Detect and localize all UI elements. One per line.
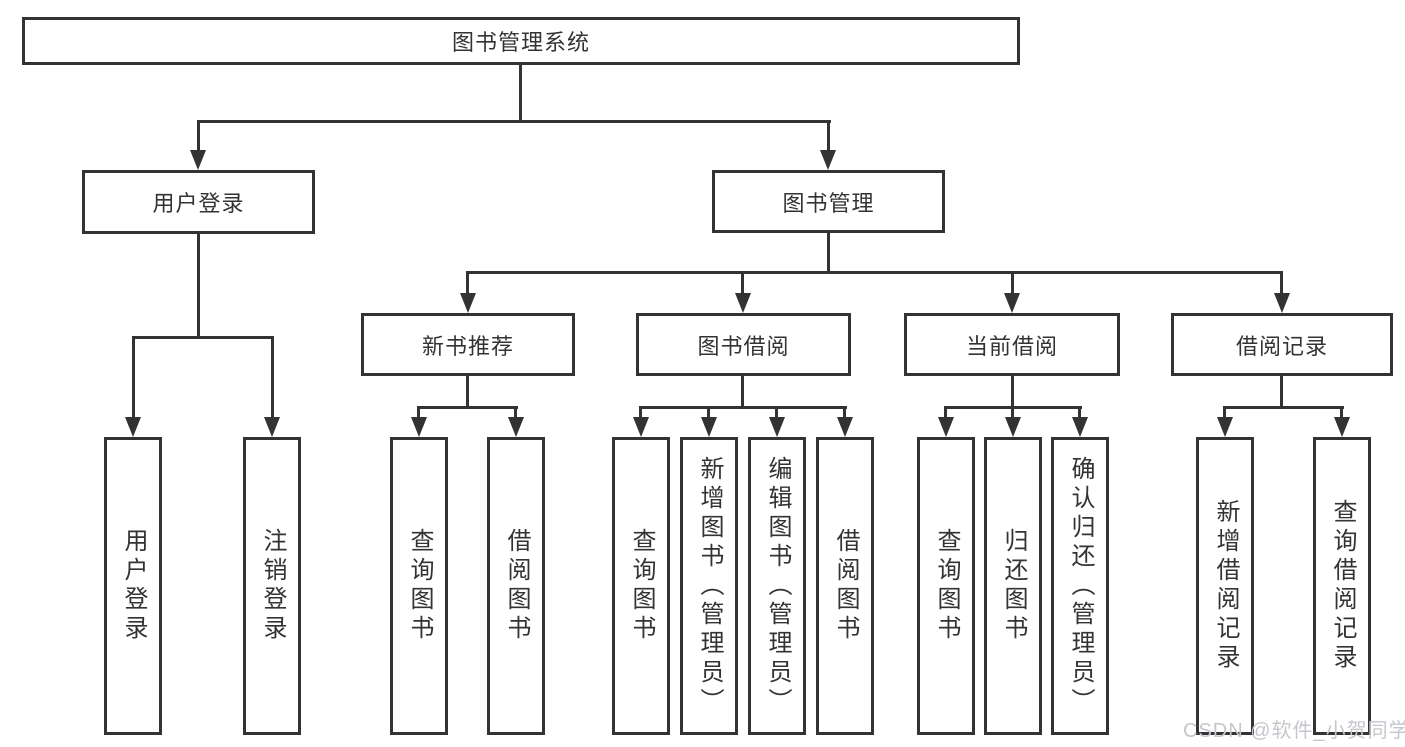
- arrow-down-icon: [190, 150, 206, 170]
- node-borrowing-records: 借阅记录: [1171, 313, 1393, 376]
- connector-line: [1223, 406, 1344, 409]
- arrow-down-icon: [837, 417, 853, 437]
- connector-line: [519, 64, 522, 120]
- connector-line: [1340, 406, 1343, 420]
- node-book-management: 图书管理: [712, 170, 945, 233]
- node-label: 用户登录: [120, 528, 147, 644]
- arrow-down-icon: [1005, 417, 1021, 437]
- connector-line: [197, 234, 200, 336]
- node-label: 查询借阅记录: [1329, 499, 1356, 673]
- node-label: 查询图书: [628, 528, 655, 644]
- node-library-management-system: 图书管理系统: [22, 17, 1020, 65]
- csdn-watermark: CSDN @软件_小贺同学: [1183, 720, 1405, 742]
- connector-line: [466, 271, 469, 295]
- connector-line: [417, 406, 420, 420]
- connector-line: [1280, 271, 1283, 295]
- connector-line: [1011, 271, 1014, 295]
- connector-line: [741, 376, 744, 408]
- leaf-edit-book-admin: 编辑图书（管理员）: [748, 437, 806, 735]
- connector-line: [827, 120, 830, 152]
- leaf-confirm-return-admin: 确认归还（管理员）: [1051, 437, 1109, 735]
- node-label: 借阅记录: [1235, 333, 1328, 359]
- connector-line: [466, 271, 1283, 274]
- leaf-borrow-books-recommend: 借阅图书: [487, 437, 545, 735]
- connector-line: [1011, 406, 1014, 420]
- leaf-query-books-recommend: 查询图书: [390, 437, 448, 735]
- arrow-down-icon: [938, 417, 954, 437]
- connector-line: [197, 120, 831, 123]
- leaf-user-login: 用户登录: [104, 437, 162, 735]
- node-label: 新书推荐: [421, 333, 514, 359]
- connector-line: [707, 406, 710, 420]
- connector-line: [132, 336, 274, 339]
- arrow-down-icon: [633, 417, 649, 437]
- node-label: 查询图书: [406, 528, 433, 644]
- arrow-down-icon: [820, 150, 836, 170]
- connector-line: [197, 120, 200, 152]
- arrow-down-icon: [264, 417, 280, 437]
- node-new-book-recommendation: 新书推荐: [361, 313, 575, 376]
- node-label: 注销登录: [259, 528, 286, 644]
- arrow-down-icon: [769, 417, 785, 437]
- arrow-down-icon: [735, 293, 751, 313]
- arrow-down-icon: [1072, 417, 1088, 437]
- connector-line: [944, 406, 947, 420]
- node-label: 借阅图书: [503, 528, 530, 644]
- node-label: 图书管理系统: [451, 30, 590, 55]
- node-current-borrowing: 当前借阅: [904, 313, 1120, 376]
- connector-line: [1011, 376, 1014, 408]
- node-label: 编辑图书（管理员）: [764, 455, 791, 717]
- connector-line: [466, 376, 469, 408]
- leaf-borrow-books-borrowing: 借阅图书: [816, 437, 874, 735]
- leaf-query-books-borrowing: 查询图书: [612, 437, 670, 735]
- node-label: 图书借阅: [697, 333, 790, 359]
- connector-line: [639, 406, 642, 420]
- node-label: 借阅图书: [832, 528, 859, 644]
- leaf-query-books-current: 查询图书: [917, 437, 975, 735]
- node-label: 图书管理: [782, 190, 875, 216]
- arrow-down-icon: [1334, 417, 1350, 437]
- arrow-down-icon: [1217, 417, 1233, 437]
- connector-line: [417, 406, 518, 409]
- connector-line: [1223, 406, 1226, 420]
- leaf-logout: 注销登录: [243, 437, 301, 735]
- connector-line: [639, 406, 847, 409]
- node-label: 查询图书: [933, 528, 960, 644]
- arrow-down-icon: [460, 293, 476, 313]
- connector-line: [827, 233, 830, 273]
- leaf-add-book-admin: 新增图书（管理员）: [680, 437, 738, 735]
- connector-line: [843, 406, 846, 420]
- connector-line: [1078, 406, 1081, 420]
- connector-line: [775, 406, 778, 420]
- connector-line: [514, 406, 517, 420]
- node-label: 新增图书（管理员）: [696, 455, 723, 717]
- connector-line: [132, 336, 135, 419]
- node-book-borrowing: 图书借阅: [636, 313, 851, 376]
- connector-line: [1280, 376, 1283, 408]
- leaf-return-books: 归还图书: [984, 437, 1042, 735]
- node-label: 确认归还（管理员）: [1067, 455, 1094, 717]
- arrow-down-icon: [411, 417, 427, 437]
- node-label: 当前借阅: [965, 333, 1058, 359]
- arrow-down-icon: [508, 417, 524, 437]
- arrow-down-icon: [701, 417, 717, 437]
- node-label: 新增借阅记录: [1212, 499, 1239, 673]
- arrow-down-icon: [1274, 293, 1290, 313]
- leaf-add-borrow-record: 新增借阅记录: [1196, 437, 1254, 735]
- node-label: 归还图书: [1000, 528, 1027, 644]
- arrow-down-icon: [125, 417, 141, 437]
- connector-line: [271, 336, 274, 419]
- leaf-query-borrow-record: 查询借阅记录: [1313, 437, 1371, 735]
- arrow-down-icon: [1004, 293, 1020, 313]
- connector-line: [741, 271, 744, 295]
- node-label: 用户登录: [152, 191, 245, 216]
- node-user-login: 用户登录: [82, 170, 315, 234]
